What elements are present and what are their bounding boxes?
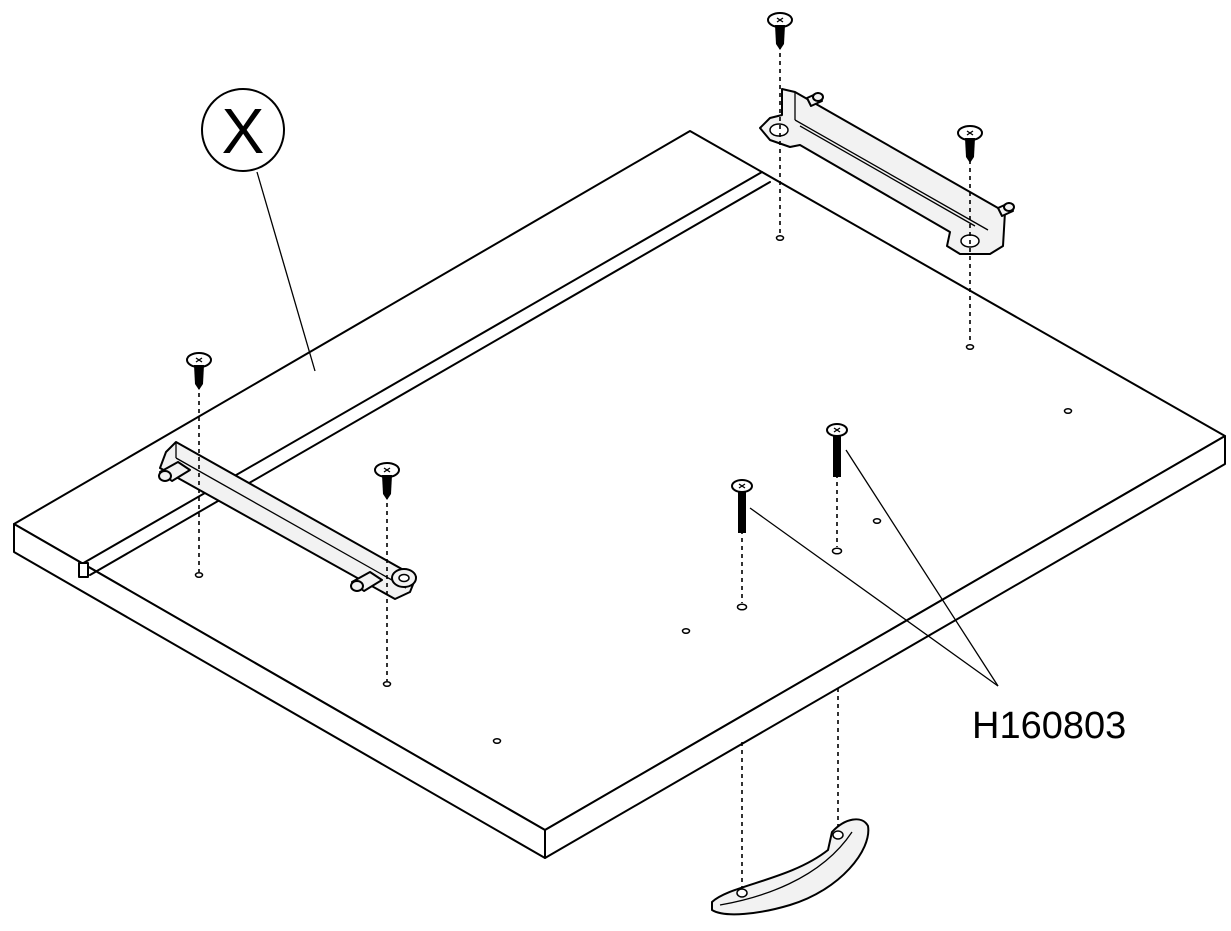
hole (681, 627, 691, 635)
bracket-hole (398, 573, 410, 583)
screw-code-callout: H160803 (749, 449, 1126, 747)
screw-code-label: H160803 (972, 705, 1126, 747)
hole (382, 680, 392, 688)
handle-hole (832, 830, 844, 840)
handle-hole (736, 888, 748, 898)
hole (1063, 407, 1073, 415)
hole (872, 517, 882, 525)
short-wood-screw-icon (374, 462, 400, 500)
hole (194, 571, 204, 579)
hole (831, 547, 843, 555)
bracket-pin (806, 92, 824, 107)
callout-circle (201, 88, 285, 172)
panel-groove-line-1 (79, 171, 763, 566)
mounting-bracket-icon (759, 88, 1015, 255)
panel-holes (194, 234, 1073, 745)
handle-edge (719, 831, 853, 906)
callout-leader-line (256, 171, 316, 372)
bracket-edge (794, 119, 989, 231)
curved-handle-icon (711, 818, 870, 916)
hole (492, 737, 502, 745)
alignment-lines (198, 45, 971, 890)
bracket-hole (769, 123, 789, 137)
panel (13, 130, 1226, 859)
mounting-bracket-icon (158, 441, 417, 600)
short-wood-screw-icon (186, 352, 212, 390)
groove-end-notch (78, 562, 89, 578)
part-label-callout: X (201, 88, 316, 372)
short-wood-screw-icon (767, 12, 793, 50)
handle-body (711, 818, 870, 916)
bracket-edge (175, 457, 407, 589)
bracket-pin (350, 571, 383, 592)
bracket-edge (799, 125, 976, 227)
bracket-plate (759, 88, 1006, 255)
part-label: X (222, 95, 265, 167)
bracket-pin (997, 202, 1015, 217)
callout-leader-line (845, 449, 999, 687)
bracket-pin (158, 461, 191, 482)
hole (775, 234, 785, 242)
long-machine-screw-icon (731, 479, 753, 533)
long-machine-screw-icon (826, 423, 848, 477)
short-wood-screw-icon (957, 125, 983, 163)
panel-right-face (544, 435, 1226, 859)
callout-leader-line (749, 507, 999, 687)
panel-groove-line-2 (89, 181, 771, 576)
hole (965, 343, 975, 351)
hole (736, 603, 748, 611)
